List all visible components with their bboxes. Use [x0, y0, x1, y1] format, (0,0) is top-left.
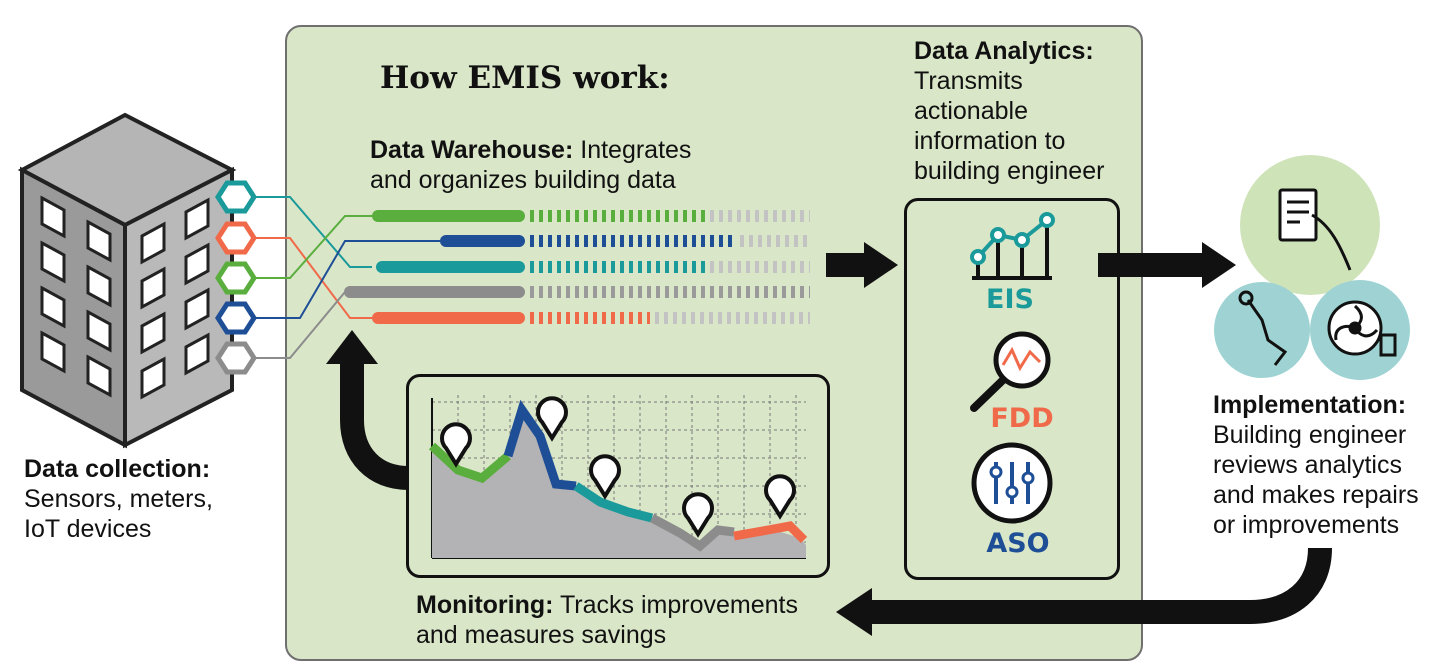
return-arrow-icon [836, 547, 1332, 636]
implementation-line: reviews analytics [1213, 451, 1402, 479]
arrow-to-analytics-icon [826, 242, 898, 288]
data-collection-line: IoT devices [24, 515, 152, 543]
sensor-orange-icon [215, 221, 257, 255]
wrench-hand-icon [1238, 290, 1288, 366]
monitoring-chart-box [406, 374, 830, 578]
sliders-icon [971, 442, 1053, 524]
line-chart-icon [970, 212, 1055, 280]
data-bars [344, 210, 810, 324]
feedback-arrow-icon [326, 330, 409, 490]
sensor-blue-icon [215, 301, 257, 335]
page-title: How EMIS work: [380, 60, 670, 96]
data-warehouse-heading: Data Warehouse: [370, 136, 574, 164]
monitoring-heading: Monitoring: [416, 591, 554, 619]
monitoring-line1: Tracks improvements [559, 591, 798, 619]
data-analytics-line: information to [914, 127, 1066, 155]
tool-label-eis: EIS [986, 284, 1034, 315]
monitoring-line2: and measures savings [416, 621, 667, 649]
sensor-green-icon [215, 261, 257, 295]
monitoring-chart [428, 395, 808, 559]
implementation-line: and makes repairs [1213, 481, 1419, 509]
map-pin-icons [440, 396, 796, 538]
sensor-gray-icon [215, 341, 257, 375]
data-warehouse-line2: and organizes building data [370, 166, 676, 194]
implementation-circles [1214, 155, 1410, 380]
data-warehouse-text: Data Warehouse: Integrates [370, 135, 691, 165]
data-collection-line: Sensors, meters, [24, 485, 213, 513]
sensor-teal-icon [215, 180, 257, 214]
implementation-line: Building engineer [1213, 421, 1407, 449]
tool-label-aso: ASO [986, 528, 1050, 559]
analytics-tools-box [904, 198, 1120, 580]
arrow-to-implementation-icon [1098, 242, 1236, 288]
monitoring-text: Monitoring: Tracks improvements [416, 590, 798, 620]
implementation-line: or improvements [1213, 511, 1400, 539]
sensor-hexagons [215, 180, 257, 375]
data-analytics-line: actionable [914, 97, 1028, 125]
data-analytics-heading: Data Analytics: [914, 37, 1094, 65]
tool-label-fdd: FDD [990, 403, 1054, 434]
data-warehouse-line1: Integrates [580, 136, 692, 164]
data-collection-heading: Data collection: [24, 455, 211, 483]
implementation-heading: Implementation: [1213, 391, 1407, 419]
data-analytics-line: Transmits [914, 67, 1023, 95]
building-icon [17, 112, 237, 449]
magnifier-icon [970, 331, 1051, 412]
data-analytics-line: building engineer [914, 157, 1105, 185]
clipboard-hand-icon [1278, 188, 1352, 271]
fan-icon [1327, 300, 1397, 357]
